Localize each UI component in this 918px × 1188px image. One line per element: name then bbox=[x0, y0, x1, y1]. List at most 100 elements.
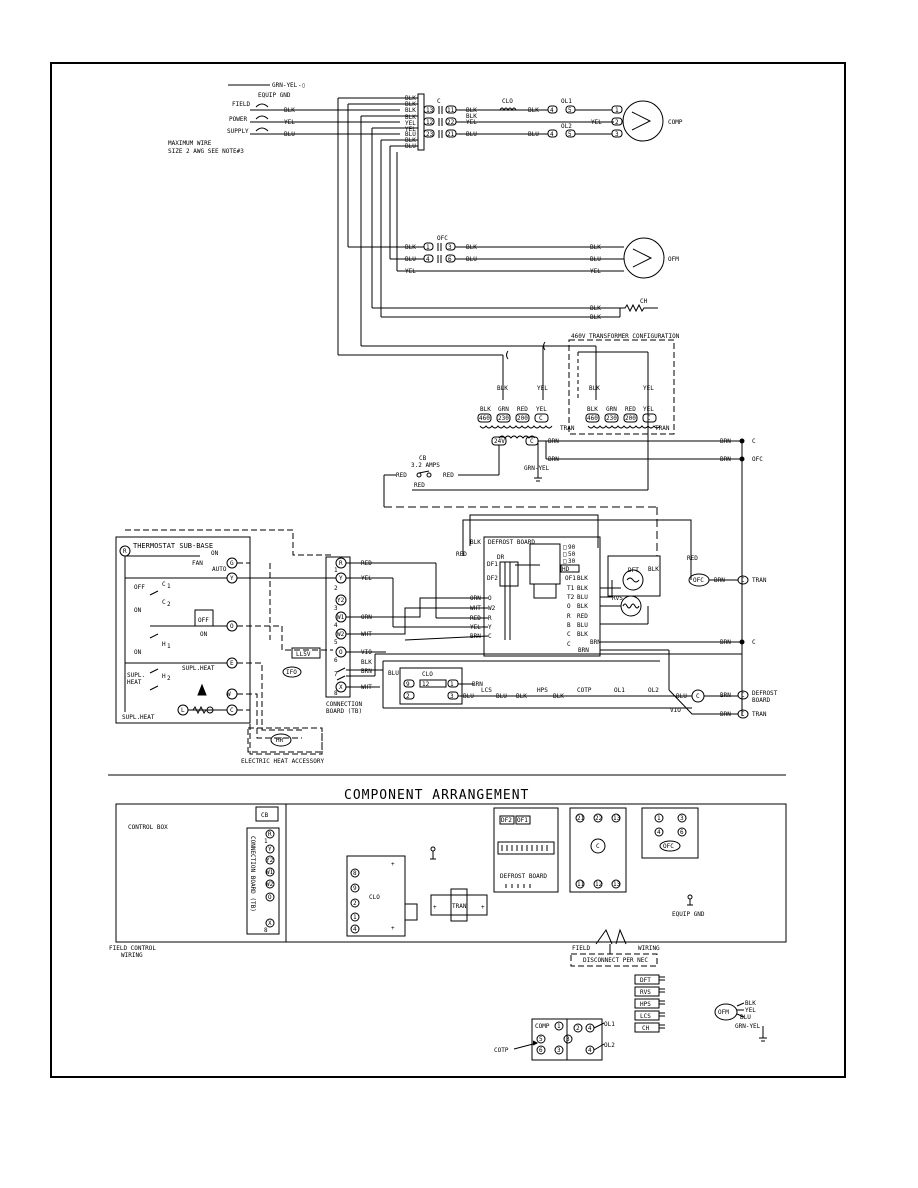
svg-text:BLU: BLU bbox=[496, 693, 507, 700]
svg-text:3: 3 bbox=[557, 1047, 561, 1054]
svg-text:AUTO: AUTO bbox=[212, 566, 227, 573]
svg-text:460: 460 bbox=[479, 415, 490, 422]
svg-text:R: R bbox=[339, 560, 343, 567]
svg-text:230: 230 bbox=[498, 415, 509, 422]
svg-text:1: 1 bbox=[657, 815, 661, 822]
svg-text:3: 3 bbox=[448, 244, 452, 251]
svg-text:11: 11 bbox=[447, 107, 455, 114]
svg-text:TRAN: TRAN bbox=[752, 711, 767, 718]
svg-text:6: 6 bbox=[680, 829, 684, 836]
svg-text:HPS: HPS bbox=[640, 1001, 651, 1008]
svg-text:HEAT: HEAT bbox=[127, 679, 142, 686]
svg-text:BLK: BLK bbox=[590, 244, 601, 251]
svg-text:12: 12 bbox=[426, 119, 434, 126]
sensor-legend: DFT RVS HPS LCS CH bbox=[634, 974, 665, 1033]
compressor-label: COMP bbox=[668, 119, 683, 126]
svg-text:BLK: BLK bbox=[553, 693, 564, 700]
svg-text:BLU: BLU bbox=[405, 256, 416, 263]
supply-label: SUPPLY bbox=[227, 128, 249, 135]
svg-text:□: □ bbox=[563, 551, 567, 558]
clo-box-label: CLO bbox=[422, 671, 433, 678]
svg-text:O: O bbox=[339, 649, 343, 656]
svg-text:4: 4 bbox=[588, 1047, 592, 1054]
svg-text:BLK: BLK bbox=[590, 314, 601, 321]
svg-text:+: + bbox=[433, 904, 437, 911]
svg-text:22: 22 bbox=[447, 119, 455, 126]
svg-text:11: 11 bbox=[577, 881, 585, 888]
svg-text:O: O bbox=[488, 595, 492, 602]
svg-text:BRN: BRN bbox=[720, 639, 731, 646]
svg-text:DF2: DF2 bbox=[501, 817, 512, 824]
field-label: FIELD bbox=[232, 101, 250, 108]
svg-text:Y: Y bbox=[268, 846, 272, 853]
svg-text:BOARD: BOARD bbox=[752, 697, 770, 704]
svg-text:BLK: BLK bbox=[648, 566, 659, 573]
svg-text:RED: RED bbox=[625, 406, 636, 413]
svg-text:5: 5 bbox=[334, 639, 338, 646]
svg-text:DEFROST: DEFROST bbox=[752, 690, 778, 697]
svg-text:WIRING: WIRING bbox=[121, 952, 143, 959]
svg-text:C: C bbox=[230, 707, 234, 714]
svg-text:RVS: RVS bbox=[640, 989, 651, 996]
svg-text:30: 30 bbox=[568, 558, 576, 565]
svg-text:WHT: WHT bbox=[361, 684, 372, 691]
electric-heat-label: ELECTRIC HEAT ACCESSORY bbox=[241, 758, 324, 765]
svg-text:RED: RED bbox=[396, 472, 407, 479]
cotp-label: COTP bbox=[577, 687, 592, 694]
ofm-label: OFM bbox=[668, 256, 679, 263]
svg-text:ON: ON bbox=[134, 607, 142, 614]
electric-heat: HR ELECTRIC HEAT ACCESSORY bbox=[241, 727, 324, 765]
svg-text:YEL: YEL bbox=[284, 119, 295, 126]
svg-text:13: 13 bbox=[613, 815, 621, 822]
svg-text:BLK: BLK bbox=[577, 631, 588, 638]
svg-text:H: H bbox=[162, 641, 166, 648]
svg-text:O: O bbox=[230, 623, 234, 630]
svg-text:5: 5 bbox=[568, 107, 572, 114]
svg-text:YEL: YEL bbox=[590, 268, 601, 275]
contactor-label: C bbox=[437, 98, 441, 105]
svg-text:YEL: YEL bbox=[361, 575, 372, 582]
svg-text:YEL: YEL bbox=[470, 624, 481, 631]
svg-text:C: C bbox=[567, 641, 571, 648]
svg-text:T2: T2 bbox=[567, 594, 575, 601]
svg-text:200: 200 bbox=[517, 415, 528, 422]
svg-text:BLK: BLK bbox=[405, 107, 416, 114]
lcs-label: LCS bbox=[481, 687, 492, 694]
svg-text:R: R bbox=[488, 615, 492, 622]
cb-label: CB bbox=[419, 455, 427, 462]
thermostat-title: THERMOSTAT SUB-BASE bbox=[133, 542, 213, 550]
svg-text:Y: Y bbox=[230, 575, 234, 582]
svg-text:2: 2 bbox=[576, 1025, 580, 1032]
svg-text:13: 13 bbox=[426, 107, 434, 114]
svg-text:BLU: BLU bbox=[405, 131, 416, 138]
svg-text:X: X bbox=[339, 684, 343, 691]
svg-text:8: 8 bbox=[353, 870, 357, 877]
svg-text:BLK: BLK bbox=[470, 539, 481, 546]
ol1-label: OL1 bbox=[561, 98, 572, 105]
svg-text:GRN: GRN bbox=[606, 406, 617, 413]
svg-text:3: 3 bbox=[334, 605, 338, 612]
ground-wire-label: GRN-YEL bbox=[272, 82, 298, 89]
svg-text:T1: T1 bbox=[567, 585, 575, 592]
svg-text:-▯: -▯ bbox=[298, 82, 305, 89]
svg-text:SUPL.HEAT: SUPL.HEAT bbox=[182, 665, 215, 672]
svg-text:BLU: BLU bbox=[676, 693, 687, 700]
svg-text:1: 1 bbox=[615, 107, 619, 114]
svg-text:W2: W2 bbox=[266, 881, 274, 888]
svg-text:2: 2 bbox=[167, 675, 171, 682]
svg-text:4: 4 bbox=[588, 1025, 592, 1032]
svg-text:YEL: YEL bbox=[405, 120, 416, 127]
safety-chain: CLO BLU 9 12 1 2 3 BRN LCS BLU BLU BLK H… bbox=[382, 661, 738, 715]
svg-text:4: 4 bbox=[550, 131, 554, 138]
svg-text:BLK: BLK bbox=[466, 113, 477, 120]
svg-text:50: 50 bbox=[568, 551, 576, 558]
svg-text:□: □ bbox=[563, 544, 567, 551]
svg-text:6: 6 bbox=[334, 657, 338, 664]
svg-text:+: + bbox=[391, 925, 395, 932]
svg-text:BLK: BLK bbox=[497, 385, 508, 392]
svg-text:BLK: BLK bbox=[480, 406, 491, 413]
svg-text:BLU: BLU bbox=[388, 670, 399, 677]
svg-text:WHT: WHT bbox=[361, 631, 372, 638]
svg-text:4: 4 bbox=[550, 107, 554, 114]
control-box-label: CONTROL BOX bbox=[128, 824, 168, 831]
